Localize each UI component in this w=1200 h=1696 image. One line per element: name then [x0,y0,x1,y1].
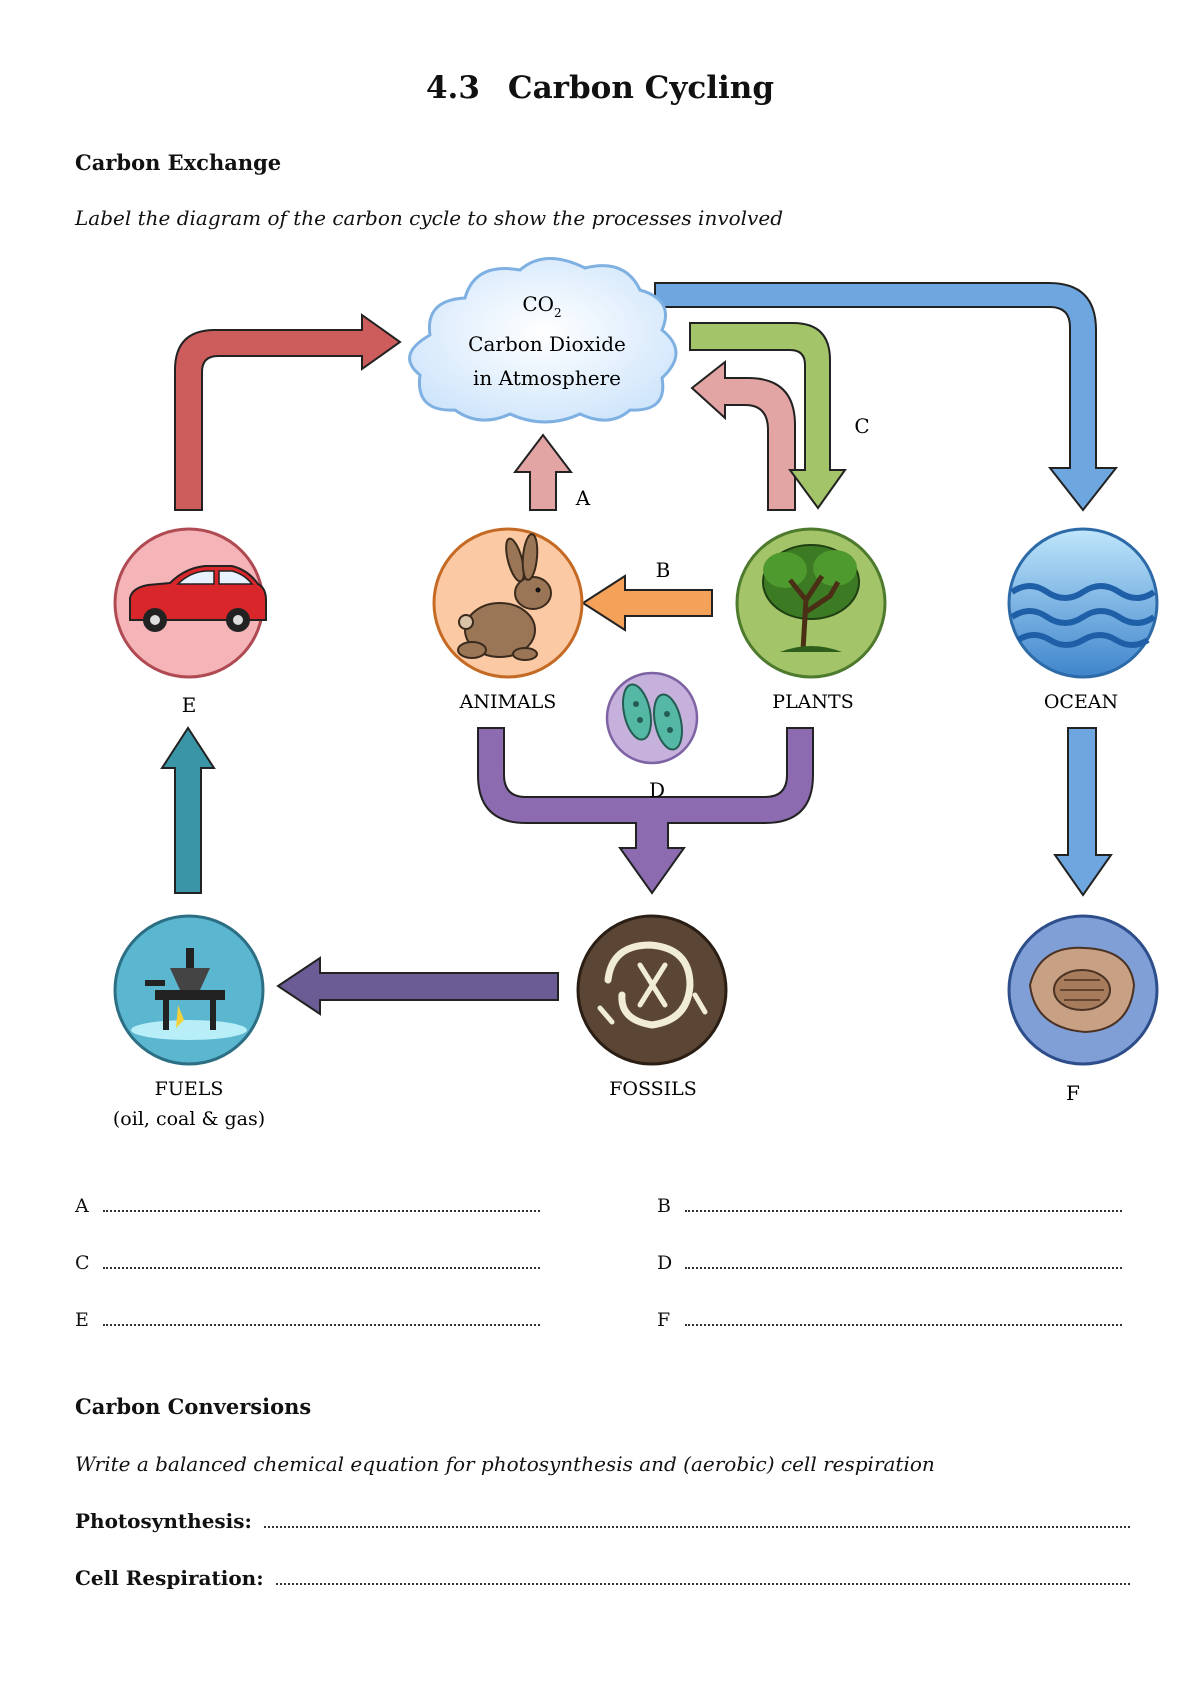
answer-row-c[interactable]: C [75,1252,540,1274]
respiration-blank[interactable] [275,1569,1130,1585]
title-number: 4.3 [425,70,480,106]
oil-rig-icon [131,948,247,1040]
car-node [113,527,267,679]
ocean-to-rock-arrow [1053,727,1113,897]
section-heading-conversions: Carbon Conversions [75,1394,312,1419]
rabbit-icon [457,533,552,661]
cloud-line2: in Atmosphere [473,366,621,390]
process-label-b: B [656,558,671,582]
photosynthesis-label: Photosynthesis: [75,1509,252,1533]
instruction-conversions: Write a balanced chemical equation for p… [75,1452,935,1476]
car-icon [129,565,267,632]
node-label-animals: ANIMALS [459,691,557,713]
answer-letter: C [75,1252,90,1274]
decomposer-node [605,671,699,765]
answer-blank[interactable] [103,1310,540,1326]
answer-letter: E [75,1309,89,1331]
process-label-a: A [575,486,591,510]
carbon-cycle-diagram: CO2 Carbon Dioxide in Atmosphere [113,257,1159,1130]
node-label-fuels: FUELS [155,1078,224,1100]
page-title: 4.3 Carbon Cycling [0,70,1200,106]
answer-letter: D [657,1252,673,1274]
trilobite-rock-icon [1028,946,1136,1034]
answer-blank[interactable] [685,1253,1122,1269]
rock-node [1007,914,1159,1066]
instruction-exchange: Label the diagram of the carbon cycle to… [75,206,783,230]
answer-blank[interactable] [103,1253,540,1269]
arrow-c [689,322,847,510]
process-label-c: C [854,414,869,438]
node-label-car: E [182,693,197,717]
atmosphere-to-ocean-arrow [654,282,1119,512]
node-label-ocean: OCEAN [1044,691,1118,713]
answer-blank[interactable] [103,1196,540,1212]
fuels-to-car-arrow [160,726,216,894]
animals-node [432,527,584,679]
title-text: Carbon Cycling [507,70,775,106]
answer-letter: A [75,1195,89,1217]
fossils-to-fuels-arrow [276,956,559,1016]
respiration-label: Cell Respiration: [75,1566,264,1590]
arrow-d [477,727,814,895]
photosynthesis-row[interactable]: Photosynthesis: [75,1509,1130,1533]
answer-row-e[interactable]: E [75,1309,540,1331]
arrow-b [581,574,713,632]
tree-icon [762,544,860,652]
fuels-node [113,914,265,1066]
arrow-a [512,433,574,511]
node-label-fuels-sub: (oil, coal & gas) [113,1108,265,1130]
answer-letter: F [657,1309,671,1331]
node-label-rock: F [1066,1081,1080,1105]
photosynthesis-blank[interactable] [263,1512,1130,1528]
node-label-plants: PLANTS [772,691,853,713]
cloud-formula: CO [522,292,554,316]
atmosphere-cloud: CO2 Carbon Dioxide in Atmosphere [408,257,678,424]
section-heading-exchange: Carbon Exchange [75,150,282,175]
car-to-atmosphere-arrow [174,313,402,511]
answer-row-f[interactable]: F [657,1309,1122,1331]
node-label-fossils: FOSSILS [609,1078,697,1100]
answer-blank[interactable] [685,1310,1122,1326]
fossil-skeleton-icon [597,941,708,1029]
cloud-line1: Carbon Dioxide [468,332,626,356]
bacteria-icon [622,683,683,751]
answer-row-a[interactable]: A [75,1195,540,1217]
waves-icon [1010,583,1156,648]
answer-row-b[interactable]: B [657,1195,1122,1217]
answer-letter: B [657,1195,671,1217]
ocean-node [1007,527,1159,679]
respiration-row[interactable]: Cell Respiration: [75,1566,1130,1590]
answer-row-d[interactable]: D [657,1252,1122,1274]
svg-text:CO2: CO2 [522,292,561,320]
plants-to-atmosphere-arrow [690,359,796,511]
cloud-formula-subscript: 2 [554,306,562,320]
process-label-d: D [649,778,665,802]
answer-blank[interactable] [685,1196,1122,1212]
plants-node [735,527,887,679]
fossils-node [576,914,728,1066]
